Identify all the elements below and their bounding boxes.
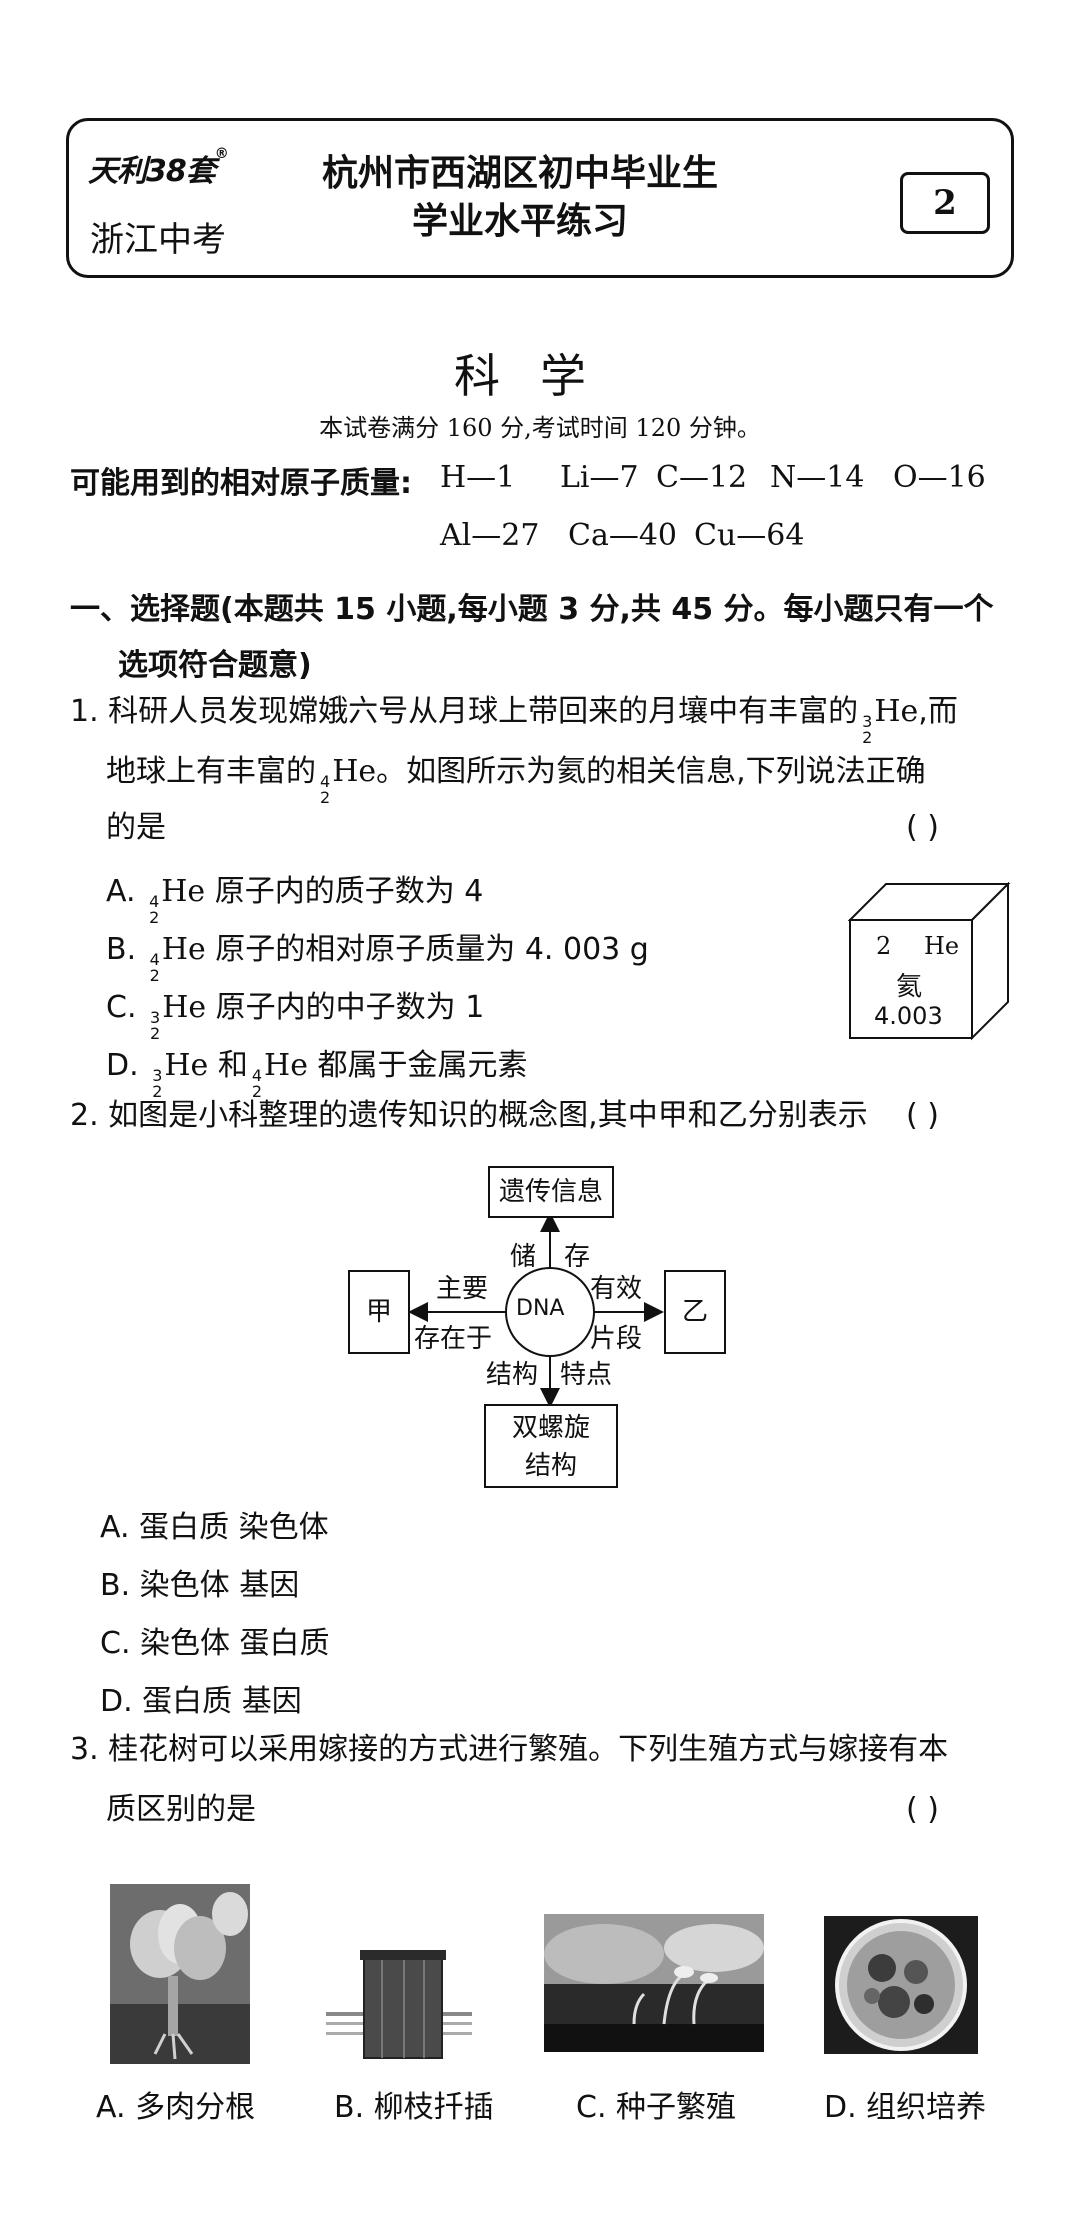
q2-option-c[interactable]: C. 染色体 蛋白质 <box>100 1626 330 1661</box>
answer-paren[interactable]: ( ) <box>906 1792 939 1827</box>
diagram-label: 结构 <box>486 1360 539 1390</box>
photo-tissue-culture <box>824 1916 978 2054</box>
atomic-mass-item: Cu—64 <box>694 518 805 553</box>
q2-option-d[interactable]: D. 蛋白质 基因 <box>100 1684 302 1719</box>
q3-option-a[interactable]: A. 多肉分根 <box>96 2090 256 2125</box>
set-number: 2 <box>900 172 990 234</box>
diagram-node-jia: 甲 <box>348 1270 410 1354</box>
exam-info: 本试卷满分 160 分,考试时间 120 分钟。 <box>319 414 761 442</box>
diagram-label: 主要 <box>436 1274 489 1304</box>
diagram-label: 存 <box>564 1242 591 1272</box>
answer-paren[interactable]: ( ) <box>906 1098 939 1133</box>
brand-logo: 天利38套® <box>88 146 229 189</box>
exam-title: 杭州市西湖区初中毕业生 学业水平练习 <box>300 150 740 246</box>
q1-stem-line3: 的是 <box>106 810 166 845</box>
atomic-mass-item: N—14 <box>770 460 865 495</box>
photo-seed-propagation <box>544 1914 764 2052</box>
diagram-label: 存在于 <box>414 1324 493 1354</box>
diagram-label: 储 <box>510 1242 537 1272</box>
element-symbol: He <box>924 932 960 960</box>
q2-stem: 2. 如图是小科整理的遗传知识的概念图,其中甲和乙分别表示 <box>70 1098 868 1133</box>
diagram-node-double-helix: 双螺旋 结构 <box>484 1404 618 1488</box>
q3-stem-line2: 质区别的是 <box>106 1792 256 1827</box>
element-name: 氦 <box>896 972 923 1002</box>
brand-subtitle: 浙江中考 <box>90 220 226 260</box>
registered-icon: ® <box>214 146 229 162</box>
atomic-mass-item: C—12 <box>656 460 748 495</box>
concept-diagram-lines <box>408 1212 664 1408</box>
header-frame <box>66 118 1014 278</box>
q2-option-a[interactable]: A. 蛋白质 染色体 <box>100 1510 329 1545</box>
diagram-label: 有效 <box>590 1274 643 1304</box>
section-title-cont: 选项符合题意) <box>118 648 312 683</box>
photo-succulent-division <box>110 1884 250 2064</box>
atomic-mass-item: Ca—40 <box>568 518 678 553</box>
diagram-label: 片段 <box>590 1324 643 1354</box>
diagram-node-genetic-info: 遗传信息 <box>488 1166 614 1218</box>
section-title: 一、选择题(本题共 15 小题,每小题 3 分,共 45 分。每小题只有一个 <box>70 592 994 627</box>
diagram-node-dna: DNA <box>516 1296 565 1321</box>
q3-stem-line1: 3. 桂花树可以采用嫁接的方式进行繁殖。下列生殖方式与嫁接有本 <box>70 1732 949 1767</box>
exam-title-line2: 学业水平练习 <box>411 201 628 242</box>
diagram-label: 特点 <box>560 1360 613 1390</box>
q3-option-b[interactable]: B. 柳枝扦插 <box>334 2090 494 2125</box>
atomic-mass-item: O—16 <box>893 460 986 495</box>
atomic-mass-item: H—1 <box>440 460 516 495</box>
q3-option-c[interactable]: C. 种子繁殖 <box>576 2090 737 2125</box>
q2-option-b[interactable]: B. 染色体 基因 <box>100 1568 300 1603</box>
atomic-mass-item: Al—27 <box>440 518 540 553</box>
diagram-node-yi: 乙 <box>664 1270 726 1354</box>
element-card <box>848 882 1011 1041</box>
q3-option-d[interactable]: D. 组织培养 <box>824 2090 987 2125</box>
element-mass: 4.003 <box>874 1002 943 1030</box>
atomic-mass-label: 可能用到的相对原子质量: <box>70 466 412 501</box>
photo-willow-cutting <box>326 1950 472 2062</box>
atomic-mass-item: Li—7 <box>560 460 639 495</box>
exam-title-line1: 杭州市西湖区初中毕业生 <box>321 153 718 194</box>
answer-paren[interactable]: ( ) <box>906 810 939 845</box>
subject-title: 科学 <box>454 349 626 403</box>
element-atomic-number: 2 <box>876 932 892 960</box>
